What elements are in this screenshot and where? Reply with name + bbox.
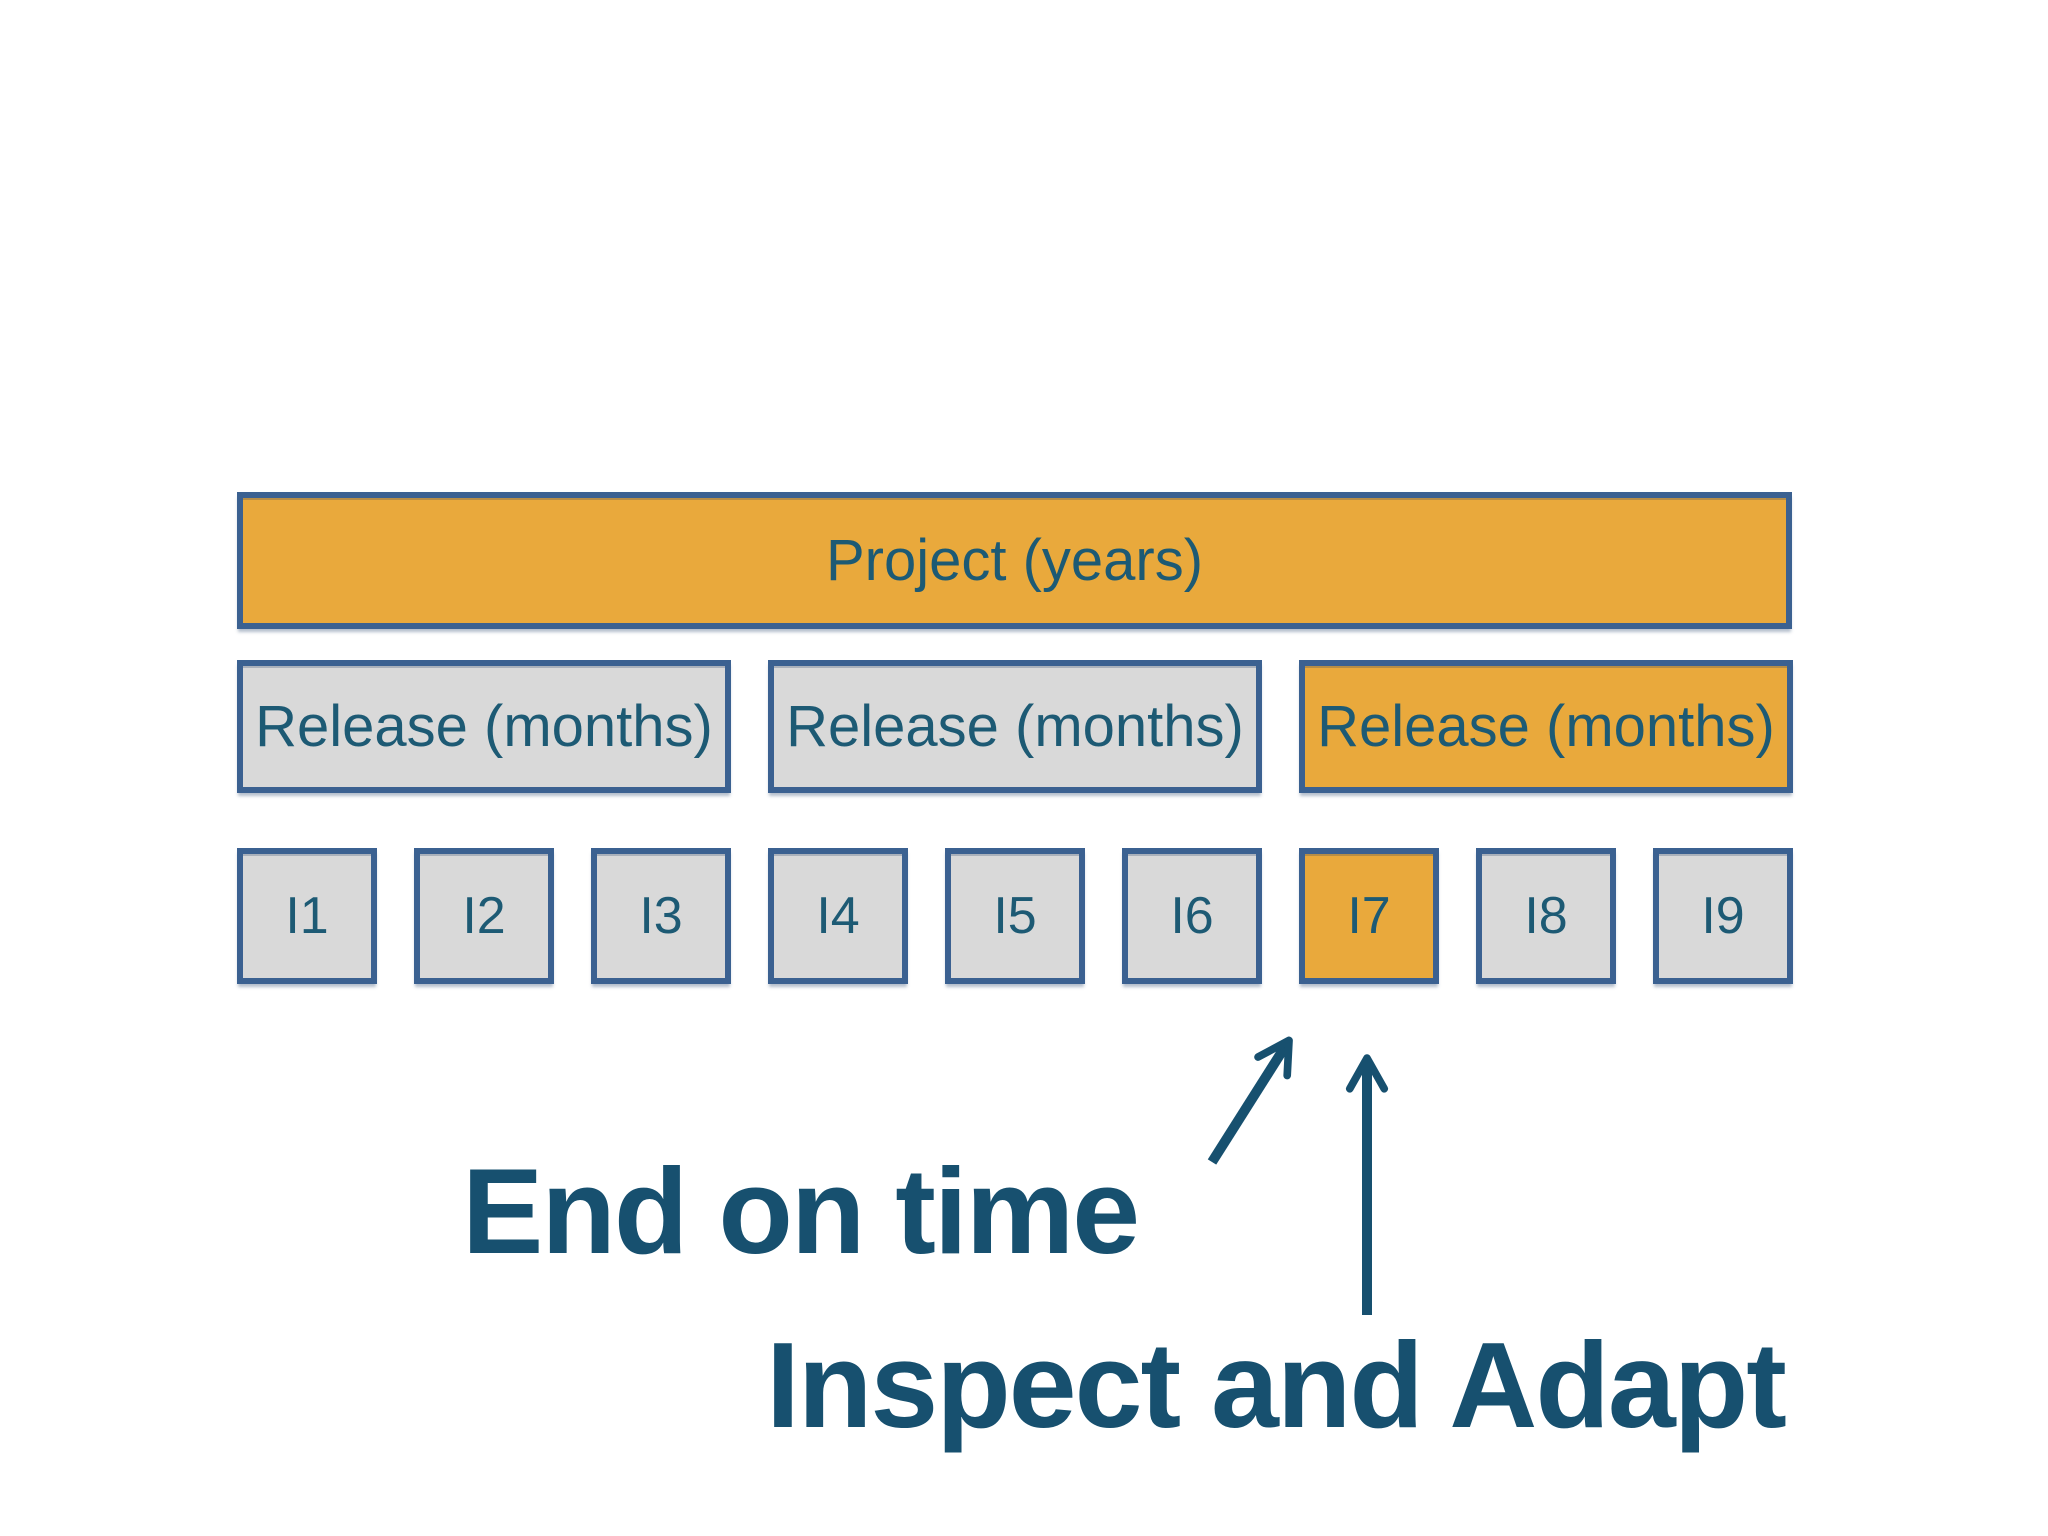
- iteration-box-label: I9: [1701, 887, 1745, 945]
- iteration-box-label: I8: [1524, 887, 1568, 945]
- iteration-box-label: I3: [639, 887, 683, 945]
- end-on-time-arrow: [1207, 1036, 1293, 1165]
- end-on-time-label: End on time: [462, 1143, 1140, 1279]
- project-bar: Project (years): [237, 492, 1792, 629]
- iteration-box-label: I1: [285, 887, 329, 945]
- release-box-1: Release (months): [237, 660, 731, 793]
- release-box-3: Release (months): [1299, 660, 1793, 793]
- release-box-label: Release (months): [1317, 694, 1775, 759]
- iteration-box-i4: I4: [768, 848, 908, 984]
- iteration-box-i8: I8: [1476, 848, 1616, 984]
- iteration-box-i9: I9: [1653, 848, 1793, 984]
- iteration-box-label: I5: [993, 887, 1037, 945]
- iteration-box-i3: I3: [591, 848, 731, 984]
- iteration-box-i5: I5: [945, 848, 1085, 984]
- iteration-box-i6: I6: [1122, 848, 1262, 984]
- iteration-box-i2: I2: [414, 848, 554, 984]
- iteration-box-label: I6: [1170, 887, 1214, 945]
- release-box-label: Release (months): [255, 694, 713, 759]
- iteration-box-label: I2: [462, 887, 506, 945]
- iteration-box-i7: I7: [1299, 848, 1439, 984]
- iteration-box-label: I7: [1347, 887, 1391, 945]
- release-box-2: Release (months): [768, 660, 1262, 793]
- inspect-and-adapt-label: Inspect and Adapt: [766, 1317, 1787, 1453]
- iteration-box-i1: I1: [237, 848, 377, 984]
- project-bar-label: Project (years): [825, 528, 1204, 593]
- iteration-box-label: I4: [816, 887, 860, 945]
- release-box-label: Release (months): [786, 694, 1244, 759]
